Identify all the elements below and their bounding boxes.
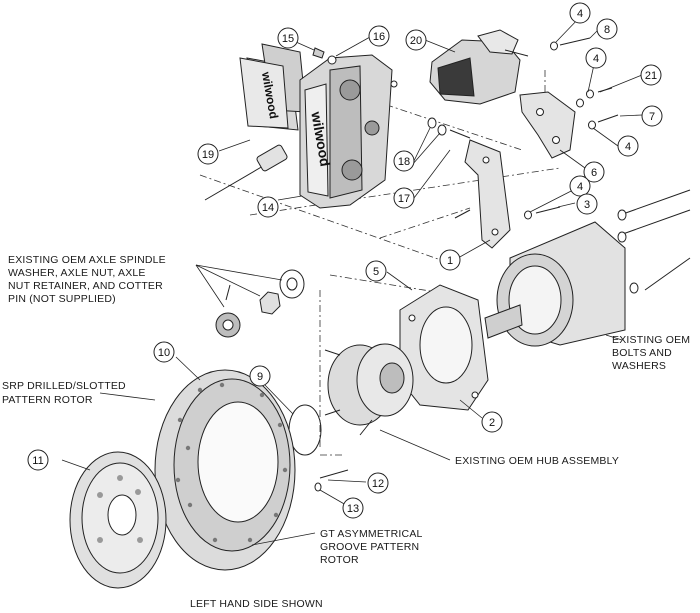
note-side-shown: LEFT HAND SIDE SHOWN (190, 598, 323, 610)
callout-20: 20 (405, 29, 427, 51)
callout-number: 4 (593, 53, 599, 65)
callout-number: 11 (32, 455, 43, 467)
note-srp-rotor: SRP DRILLED/SLOTTED PATTERN ROTOR (2, 380, 126, 406)
callout-18: 18 (393, 150, 415, 172)
leader-lines (61, 15, 643, 546)
hub-assembly (324, 343, 414, 436)
callout-6: 6 (583, 161, 605, 183)
note-line: ROTOR (320, 554, 359, 566)
note-line: WASHERS (612, 360, 666, 372)
callout-number: 18 (398, 156, 410, 168)
callout-number: 16 (373, 31, 385, 43)
callout-number: 13 (347, 503, 359, 515)
axle-nut-group (215, 269, 305, 338)
callout-number: 19 (202, 149, 214, 161)
callout-number: 12 (372, 478, 384, 490)
callout-9: 9 (249, 365, 271, 387)
note-line: GROOVE PATTERN (320, 541, 419, 553)
note-line: BOLTS AND (612, 347, 672, 359)
rotor-hat (69, 451, 167, 589)
caliper-mounting-bracket (464, 139, 511, 249)
note-oem-hub: EXISTING OEM HUB ASSEMBLY (455, 455, 619, 467)
callout-15: 15 (277, 27, 299, 49)
callout-4b: 4 (585, 47, 607, 69)
callout-number: 4 (577, 181, 583, 193)
callout-number: 7 (649, 111, 655, 123)
note-line: PIN (NOT SUPPLIED) (8, 293, 116, 305)
callout-2: 2 (481, 411, 503, 433)
callout-number: 6 (591, 167, 597, 179)
bracket-shims-and-bolts (427, 117, 471, 219)
caliper-hardware (312, 47, 398, 88)
caliper: wilwood (299, 54, 393, 209)
callout-number: 2 (489, 417, 495, 429)
callout-16: 16 (368, 25, 390, 47)
callout-number: 1 (447, 255, 453, 267)
callout-4a: 4 (569, 2, 591, 24)
callout-12: 12 (367, 472, 389, 494)
parking-brake-caliper (429, 29, 529, 105)
note-line: EXISTING OEM AXLE SPINDLE (8, 254, 166, 266)
caliper-pin (204, 144, 288, 201)
callout-11: 11 (27, 449, 49, 471)
brake-pad-set: wilwood (239, 43, 307, 131)
note-gt-rotor: GT ASYMMETRICAL GROOVE PATTERN ROTOR (320, 528, 423, 566)
note-line: NUT RETAINER, AND COTTER (8, 280, 163, 292)
callout-number: 17 (398, 193, 410, 205)
callout-3: 3 (576, 193, 598, 215)
callout-number: 15 (282, 33, 294, 45)
callout-21: 21 (640, 64, 662, 86)
note-line: GT ASYMMETRICAL (320, 528, 423, 540)
backing-plate (399, 284, 489, 411)
callout-number: 14 (262, 202, 274, 214)
hat-bolts (314, 469, 349, 492)
parking-brake-bracket (519, 91, 576, 159)
oem-bolts (617, 189, 691, 294)
callout-number: 10 (158, 347, 170, 359)
note-line: WASHER, AXLE NUT, AXLE (8, 267, 146, 279)
callout-number: 8 (604, 24, 610, 36)
callout-8: 8 (596, 18, 618, 40)
callout-number: 3 (584, 199, 590, 211)
note-axle-spindle: EXISTING OEM AXLE SPINDLE WASHER, AXLE N… (8, 254, 166, 305)
callout-10: 10 (153, 341, 175, 363)
note-line: SRP DRILLED/SLOTTED (2, 380, 126, 392)
callout-number: 21 (645, 70, 657, 82)
note-line: EXISTING OEM (612, 334, 690, 346)
callout-13: 13 (342, 497, 364, 519)
note-line: PATTERN ROTOR (2, 394, 93, 406)
callout-5: 5 (365, 260, 387, 282)
note-oem-bolts: EXISTING OEM BOLTS AND WASHERS (612, 334, 690, 372)
callout-4c: 4 (617, 135, 639, 157)
callout-7: 7 (641, 105, 663, 127)
callout-number: 4 (625, 141, 631, 153)
callout-1: 1 (439, 249, 461, 271)
callout-number: 5 (373, 266, 379, 278)
axle-housing (484, 221, 626, 347)
srp-rotor (154, 369, 296, 571)
callout-17: 17 (393, 187, 415, 209)
callout-4d: 4 (569, 175, 591, 197)
callout-number: 9 (257, 371, 263, 383)
callout-19: 19 (197, 143, 219, 165)
callout-14: 14 (257, 196, 279, 218)
callout-number: 4 (577, 8, 583, 20)
callout-number: 20 (410, 35, 422, 47)
